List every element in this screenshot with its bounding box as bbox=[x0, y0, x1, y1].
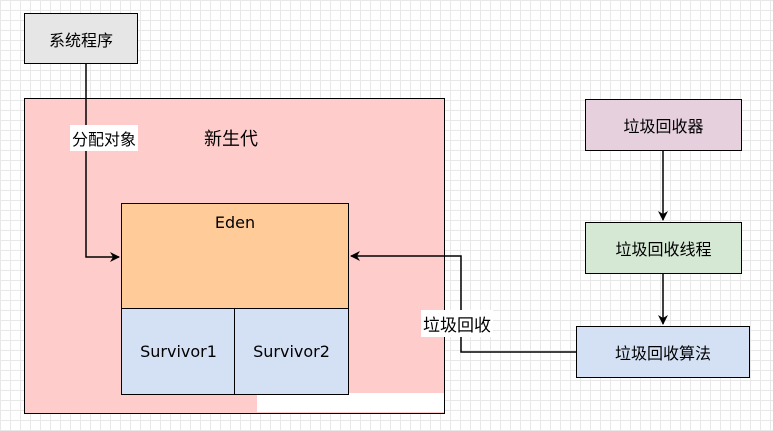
gc-thread-node: 垃圾回收线程 bbox=[585, 222, 742, 274]
survivor1-label: Survivor1 bbox=[140, 342, 217, 361]
gc-collector-label: 垃圾回收器 bbox=[623, 117, 704, 136]
gc-algorithm-label: 垃圾回收算法 bbox=[614, 344, 711, 363]
collect-edge bbox=[350, 251, 576, 353]
allocate-edge-label: 分配对象 bbox=[70, 125, 139, 151]
gc-thread-label: 垃圾回收线程 bbox=[615, 240, 712, 259]
survivor2-node: Survivor2 bbox=[234, 308, 349, 395]
collect-edge-label: 垃圾回收 bbox=[421, 310, 493, 337]
gc-algorithm-node: 垃圾回收算法 bbox=[576, 326, 750, 378]
eden-label: Eden bbox=[214, 213, 256, 232]
survivor2-label: Survivor2 bbox=[253, 342, 330, 361]
system-program-label: 系统程序 bbox=[48, 30, 113, 50]
allocate-edge bbox=[85, 64, 120, 262]
young-gen-title: 新生代 bbox=[204, 129, 258, 150]
survivor1-node: Survivor1 bbox=[121, 308, 236, 395]
gc-collector-node: 垃圾回收器 bbox=[585, 99, 742, 151]
system-program-node: 系统程序 bbox=[24, 13, 138, 64]
white-patch bbox=[257, 393, 444, 412]
